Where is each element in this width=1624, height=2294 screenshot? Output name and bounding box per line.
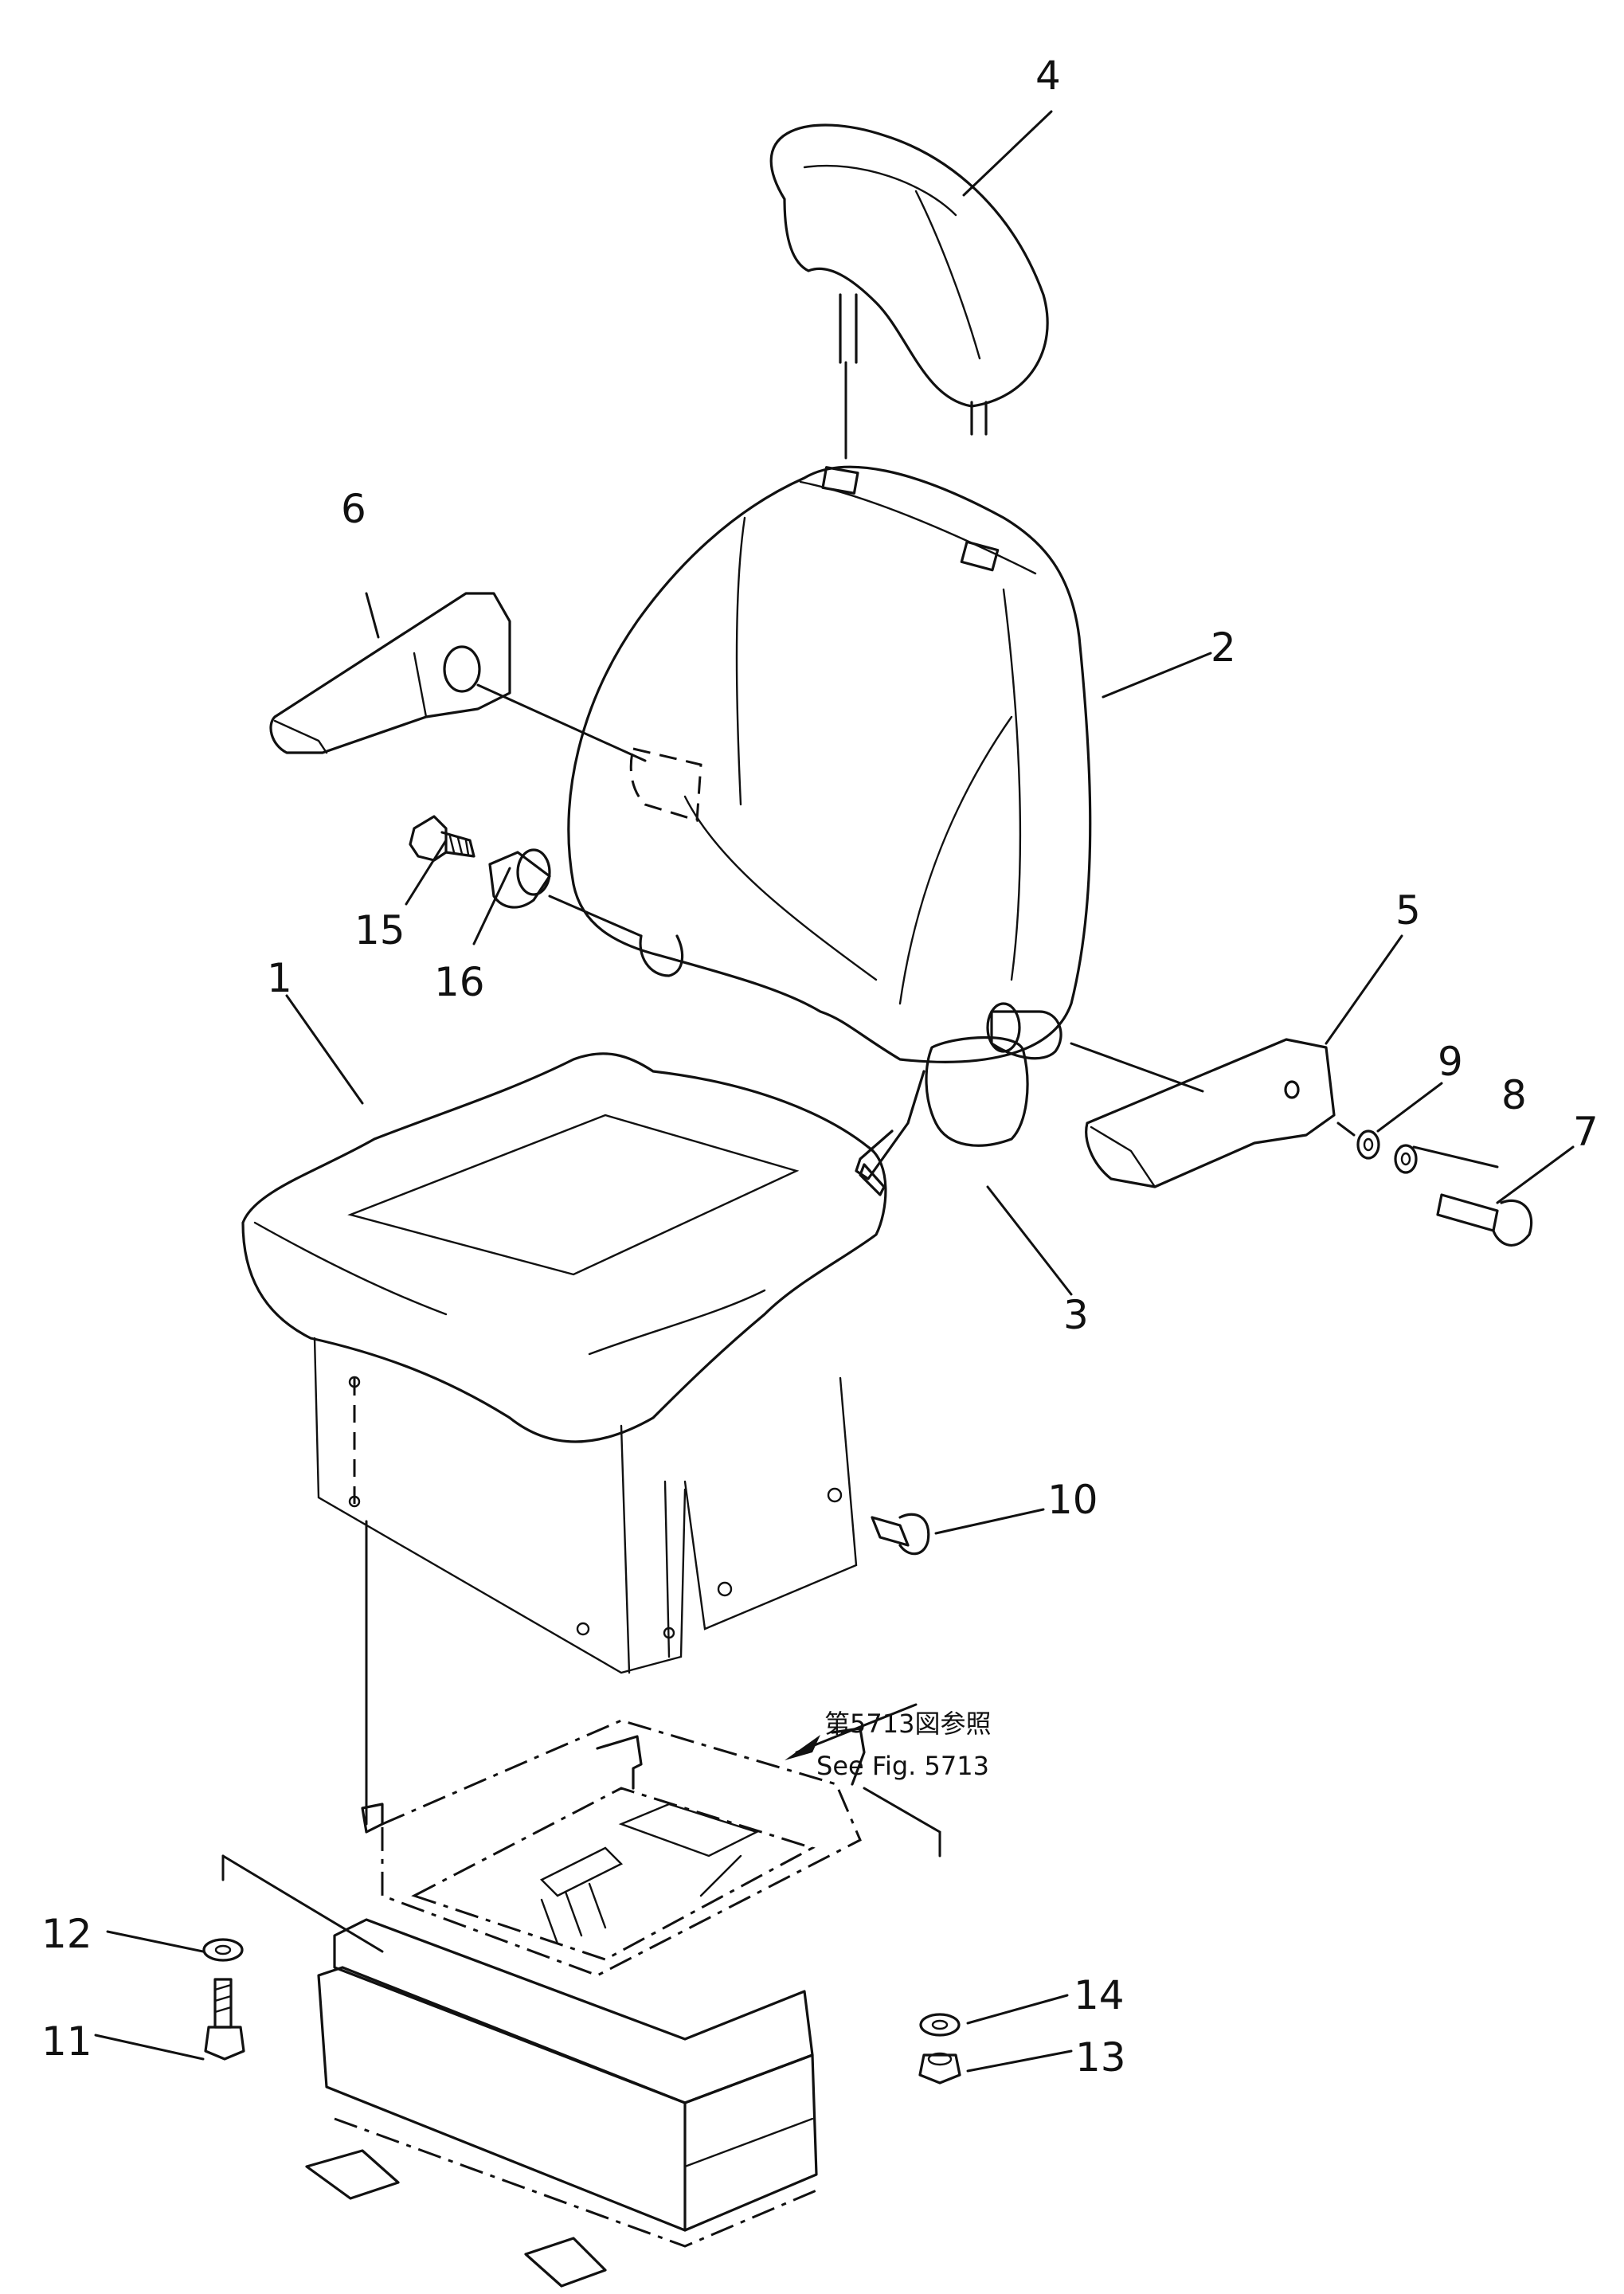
- callout-9: 9: [1438, 1039, 1463, 1085]
- reference-note: 第5713図参照 See Fig. 5713: [816, 1709, 991, 1781]
- callout-13: 13: [1075, 2034, 1126, 2081]
- left-armrest: [269, 592, 511, 754]
- backrest: [567, 465, 1092, 1063]
- spacer-16: [488, 848, 551, 909]
- washer-14: [919, 2013, 961, 2037]
- callout-5: 5: [1395, 887, 1421, 934]
- callout-16: 16: [434, 959, 485, 1005]
- callout-4: 4: [1035, 53, 1061, 99]
- callout-8: 8: [1501, 1072, 1527, 1118]
- reference-arrow: [785, 1703, 918, 1760]
- callout-2: 2: [1211, 624, 1236, 671]
- reference-note-english: See Fig. 5713: [816, 1751, 989, 1781]
- seat-cushion: [241, 1052, 887, 1674]
- callout-11: 11: [41, 2018, 92, 2065]
- callout-15: 15: [354, 907, 405, 953]
- reference-note-japanese: 第5713図参照: [824, 1709, 991, 1739]
- callout-10: 10: [1047, 1477, 1098, 1523]
- bolt-15: [409, 815, 475, 862]
- callout-12: 12: [41, 1911, 92, 1957]
- callout-14: 14: [1074, 1972, 1125, 2018]
- washer-9: [1356, 1129, 1380, 1160]
- headrest: [769, 123, 1049, 436]
- callout-3: 3: [1063, 1292, 1089, 1338]
- clip-10: [871, 1513, 930, 1556]
- recline-lever: [855, 1035, 1029, 1196]
- washer-8: [1394, 1144, 1418, 1174]
- callout-1: 1: [267, 955, 292, 1001]
- callout-6: 6: [341, 486, 366, 532]
- bolt-7: [1436, 1193, 1533, 1247]
- suspension-assembly: [305, 1719, 866, 2288]
- bolt-11: [204, 1978, 245, 2061]
- right-armrest: [1085, 1038, 1336, 1188]
- callout-leaders: [94, 110, 1575, 2073]
- callout-labels: 4 2 3 6 5 1 7 8 9 10 12 11 14 13 15 16: [41, 53, 1599, 2081]
- callout-7: 7: [1573, 1109, 1599, 1155]
- nut-13: [918, 2052, 961, 2085]
- pivot-knob: [986, 1002, 1062, 1060]
- washer-12: [202, 1938, 244, 1962]
